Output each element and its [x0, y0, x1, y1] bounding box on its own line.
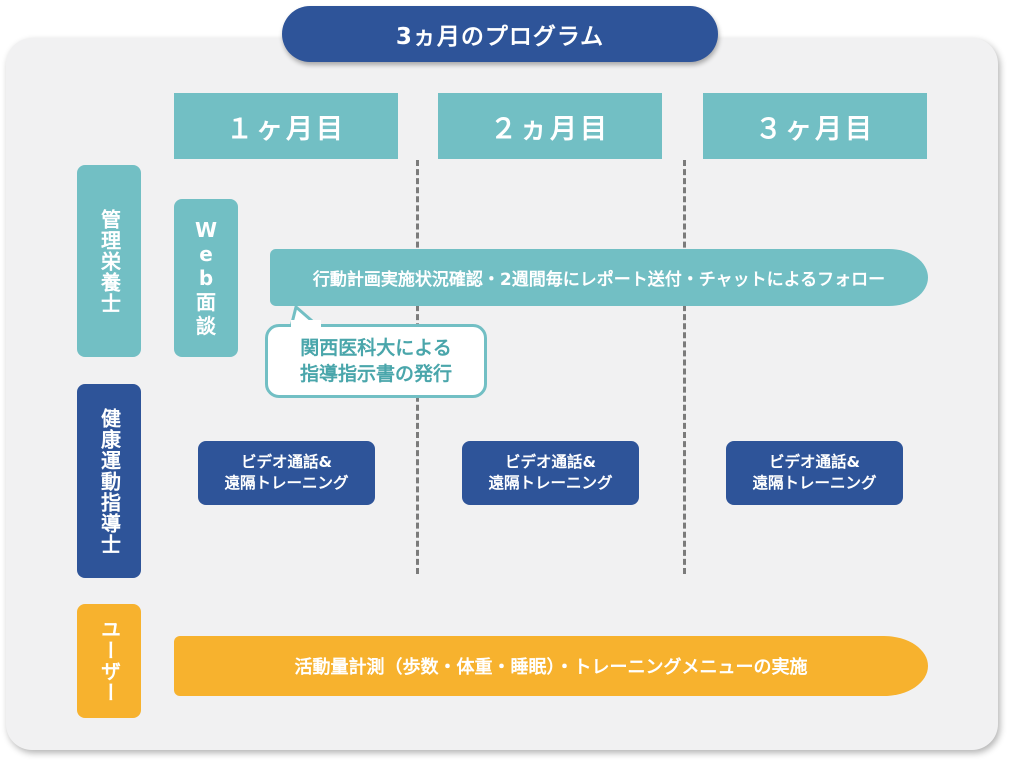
- month-3-header: ３ヶ月目: [703, 93, 927, 159]
- video-session-line-2: 遠隔トレーニング: [488, 474, 613, 492]
- role-dietitian: 管理栄養士: [77, 165, 141, 357]
- callout-tail-cover: [291, 320, 321, 328]
- instruction-callout: 関西医科大による 指導指示書の発行: [265, 324, 487, 398]
- web-interview-char: 面: [196, 290, 216, 314]
- month-divider-2: [683, 160, 686, 574]
- program-title: 3ヵ月のプログラム: [282, 6, 718, 62]
- role-user: ユーザー: [77, 604, 141, 718]
- video-session-month-1: ビデオ通話& 遠隔トレーニング: [198, 441, 375, 505]
- video-session-line-1: ビデオ通話&: [504, 453, 597, 471]
- video-session-line-2: 遠隔トレーニング: [752, 474, 877, 492]
- month-2-header: ２ヵ月目: [438, 93, 662, 159]
- video-session-line-1: ビデオ通話&: [768, 453, 861, 471]
- callout-line-2: 指導指示書の発行: [299, 363, 452, 385]
- video-session-month-2: ビデオ通話& 遠隔トレーニング: [462, 441, 639, 505]
- web-interview-char: 談: [196, 314, 216, 338]
- web-interview-char: W: [194, 218, 218, 242]
- month-1-header: １ヶ月目: [174, 93, 398, 159]
- web-interview-char: b: [198, 266, 214, 290]
- callout-line-1: 関西医科大による: [300, 337, 452, 359]
- web-interview-char: e: [199, 242, 213, 266]
- video-session-month-3: ビデオ通話& 遠隔トレーニング: [726, 441, 903, 505]
- web-interview-kanji: 面談: [196, 290, 216, 338]
- followup-bar: 行動計画実施状況確認・2週間毎にレポート送付・チャットによるフォロー: [270, 249, 928, 306]
- video-session-line-1: ビデオ通話&: [240, 453, 333, 471]
- user-activity-bar: 活動量計測（歩数・体重・睡眠）・トレーニングメニューの実施: [174, 636, 928, 696]
- role-trainer: 健康運動指導士: [77, 384, 141, 578]
- video-session-line-2: 遠隔トレーニング: [224, 474, 349, 492]
